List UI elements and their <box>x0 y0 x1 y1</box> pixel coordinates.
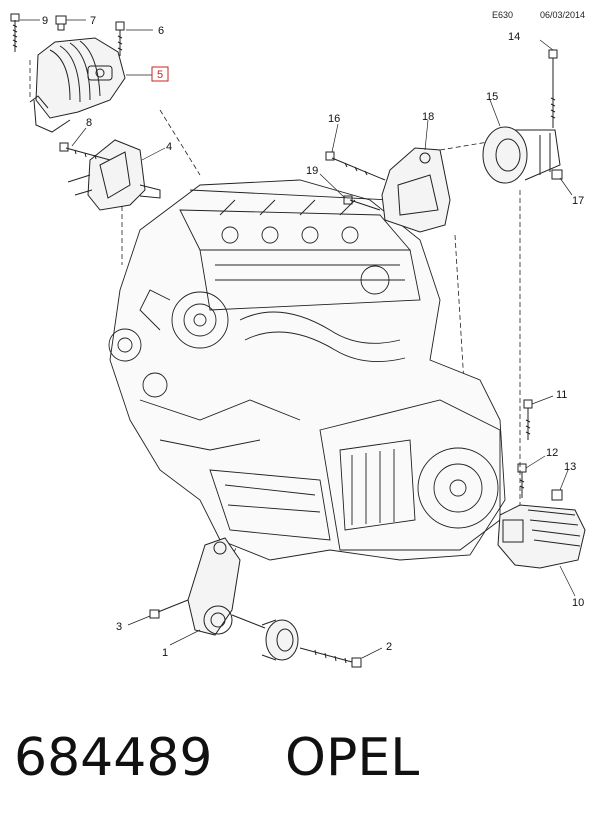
nut-7 <box>55 15 67 31</box>
callout-18: 18 <box>422 111 434 123</box>
nut-13 <box>551 489 563 501</box>
callout-19: 19 <box>306 165 318 177</box>
callout-5: 5 <box>157 69 163 81</box>
bracket-4 <box>67 139 161 211</box>
bolt-11 <box>523 399 533 440</box>
callout-11: 11 <box>556 389 567 401</box>
engine-block <box>108 179 506 561</box>
callout-7: 7 <box>90 15 96 27</box>
callouts: 9 7 6 5 8 4 14 15 18 16 19 17 11 12 13 1… <box>42 15 584 659</box>
bolt-12 <box>517 463 527 498</box>
oil-pan <box>209 469 331 541</box>
torque-rod-1 <box>187 537 266 636</box>
callout-16: 16 <box>328 113 340 125</box>
bolt-14 <box>548 49 558 128</box>
cylinder-head-details <box>215 199 405 281</box>
front-pulleys <box>108 328 168 398</box>
brand-name: OPEL <box>285 728 420 788</box>
callout-15: 15 <box>486 91 498 103</box>
turbocharger <box>139 289 229 349</box>
callout-1: 1 <box>162 647 168 659</box>
leader-lines <box>20 19 576 659</box>
bolts <box>10 13 563 668</box>
mount-15 <box>482 126 561 184</box>
bolt-8 <box>59 142 111 161</box>
nut-17 <box>551 169 563 180</box>
bolt-16 <box>325 151 386 181</box>
diagram-date: 06/03/2014 <box>540 10 586 20</box>
engine-mount-exploded-diagram: 9 7 6 5 8 4 14 15 18 16 19 17 11 12 13 1… <box>10 13 586 668</box>
bolt-6 <box>115 21 125 56</box>
callout-3: 3 <box>116 621 122 633</box>
callout-9: 9 <box>42 15 48 27</box>
bolt-19 <box>343 195 381 211</box>
bolt-9 <box>10 13 20 52</box>
part-number: 684489 <box>14 728 213 788</box>
diagram-code: E630 <box>492 10 514 20</box>
intake-manifold <box>239 265 406 363</box>
callout-8: 8 <box>86 117 92 129</box>
callout-17: 17 <box>572 195 584 207</box>
bushing <box>261 619 299 661</box>
callout-14: 14 <box>508 31 520 43</box>
bracket-18 <box>381 147 451 233</box>
bolt-3 <box>149 599 189 619</box>
lower-mount-10 <box>497 504 586 569</box>
callout-2: 2 <box>386 641 392 653</box>
callout-6: 6 <box>158 25 164 37</box>
bolt-2 <box>299 647 362 668</box>
callout-10: 10 <box>572 597 584 609</box>
callout-5-highlight <box>151 66 169 82</box>
upper-mount-5 <box>29 37 126 133</box>
footer-caption: 684489 OPEL <box>14 728 419 798</box>
callout-13: 13 <box>564 461 576 473</box>
callout-4: 4 <box>166 141 172 153</box>
callout-12: 12 <box>546 447 558 459</box>
